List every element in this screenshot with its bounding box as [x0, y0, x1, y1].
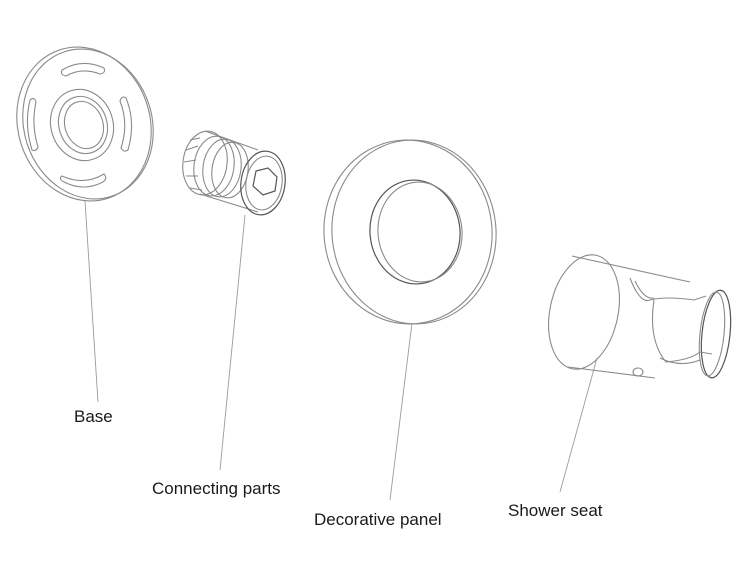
connecting-leader-line: [219, 214, 246, 471]
base-plate: [16, 46, 154, 202]
base-label: Base: [74, 407, 113, 426]
base-leader-line: [84, 200, 99, 403]
decorative-panel-label: Decorative panel: [314, 510, 442, 529]
panel-leader-line: [389, 322, 413, 501]
shower-seat-holder: [548, 254, 732, 379]
shower-seat-label: Shower seat: [508, 501, 603, 520]
seat-leader-line: [559, 357, 598, 493]
decorative-ring: [323, 139, 497, 325]
connecting-parts-label: Connecting parts: [152, 479, 281, 498]
connecting-fitting: [182, 130, 286, 216]
